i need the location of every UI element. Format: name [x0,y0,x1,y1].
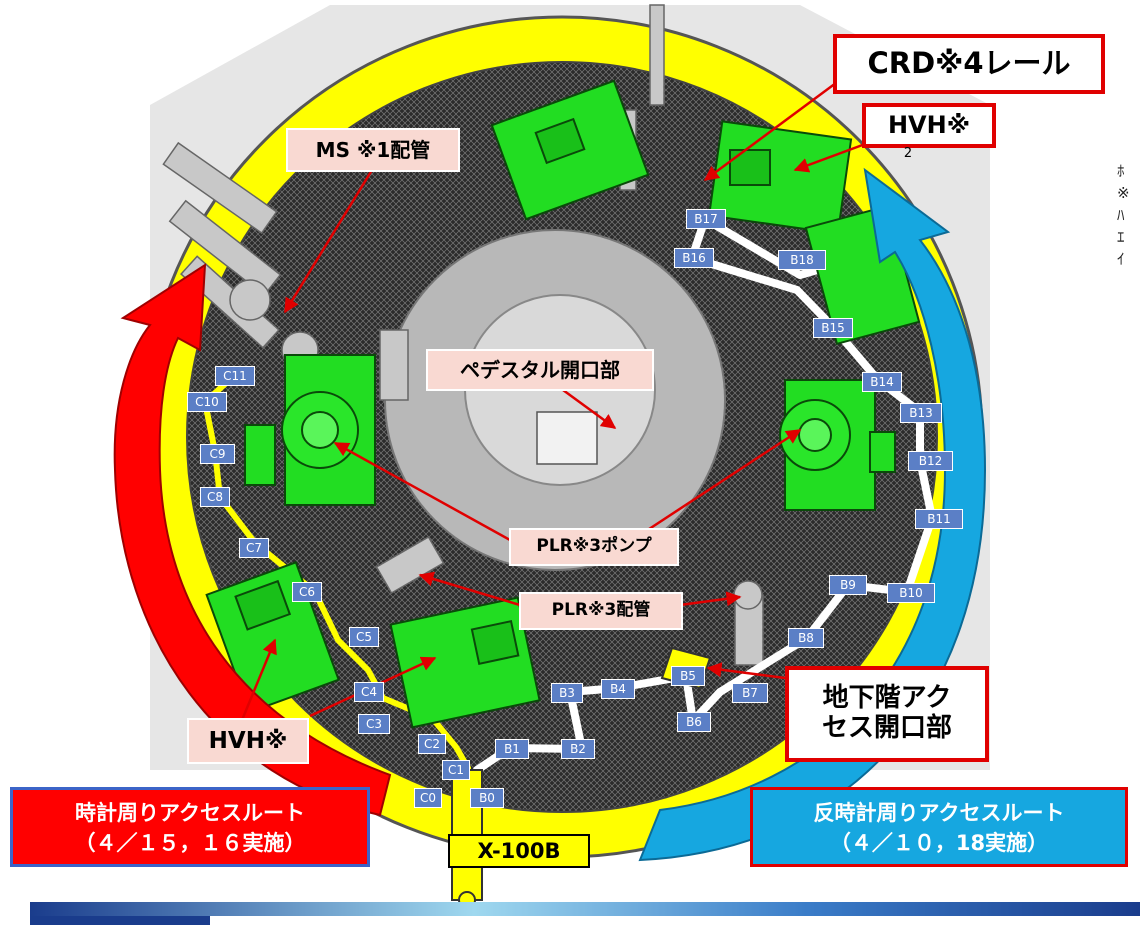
side-note-line: ｴ [1117,228,1125,246]
plr-pump-label: PLR※3ポンプ [509,528,679,566]
clockwise-route-dates: （４／１５，１６実施） [74,831,306,855]
route-node-c3: C3 [358,714,390,734]
route-node-b2: B2 [561,739,595,759]
route-node-b8: B8 [788,628,824,648]
route-node-b15: B15 [813,318,853,338]
route-node-c6: C6 [292,582,322,602]
hvh-label-bottom: HVH※ [187,718,309,764]
basement-opening-line1: 地下階アク [822,683,952,714]
route-node-b0: B0 [470,788,504,808]
route-node-b6: B6 [677,712,711,732]
route-node-b4: B4 [601,679,635,699]
basement-opening-line2: セス開口部 [821,713,952,743]
route-node-c7: C7 [239,538,269,558]
route-node-b3: B3 [551,683,583,703]
route-node-c9: C9 [200,444,235,464]
route-node-b12: B12 [908,451,953,471]
clockwise-route-title: 時計周りアクセスルート [75,801,305,825]
route-node-c2: C2 [418,734,446,754]
route-node-b7: B7 [732,683,768,703]
plr-pipe-label: PLR※3配管 [519,592,683,630]
x100b-label: X-100B [448,834,590,868]
pedestal-opening-label: ペデスタル開口部 [426,349,654,391]
route-node-b5: B5 [671,666,705,686]
route-node-b16: B16 [674,248,714,268]
route-node-c10: C10 [187,392,227,412]
route-node-c11: C11 [215,366,255,386]
footnote-marker: 2 [903,145,913,161]
side-note-line: ｲ [1117,250,1125,268]
route-node-c4: C4 [354,682,384,702]
side-note-line: ﾊ [1117,206,1125,224]
counterclockwise-route-title: 反時計周りアクセスルート [813,801,1065,825]
route-node-b14: B14 [862,372,902,392]
route-node-c8: C8 [200,487,230,507]
route-node-b10: B10 [887,583,935,603]
side-note-line: ※ [1117,184,1130,202]
route-node-b17: B17 [686,209,726,229]
clockwise-route-label: 時計周りアクセスルート （４／１５，１６実施） [10,787,370,867]
crd-rail-label: CRD※4レール [833,34,1105,94]
side-note: ﾎ ※ ﾊ ｴ ｲ [1117,160,1140,270]
route-node-b13: B13 [900,403,942,423]
route-node-c1: C1 [442,760,470,780]
hvh-label-top: HVH※ [862,103,996,148]
counterclockwise-route-label: 反時計周りアクセスルート （４／１０，18実施） [750,787,1128,867]
footer-band [30,902,1140,916]
route-node-b9: B9 [829,575,867,595]
route-node-c5: C5 [349,627,379,647]
ms-pipe-label: MS ※1配管 [286,128,460,172]
side-note-line: ﾎ [1117,162,1125,180]
clockwise-route-arrow [113,263,392,817]
route-node-b18: B18 [778,250,826,270]
route-node-b1: B1 [495,739,529,759]
route-node-b11: B11 [915,509,963,529]
counterclockwise-route-dates: （４／１０，18実施） [829,831,1049,855]
route-node-c0: C0 [414,788,442,808]
basement-access-opening-label: 地下階アク セス開口部 [785,666,989,762]
equipment [205,79,921,729]
